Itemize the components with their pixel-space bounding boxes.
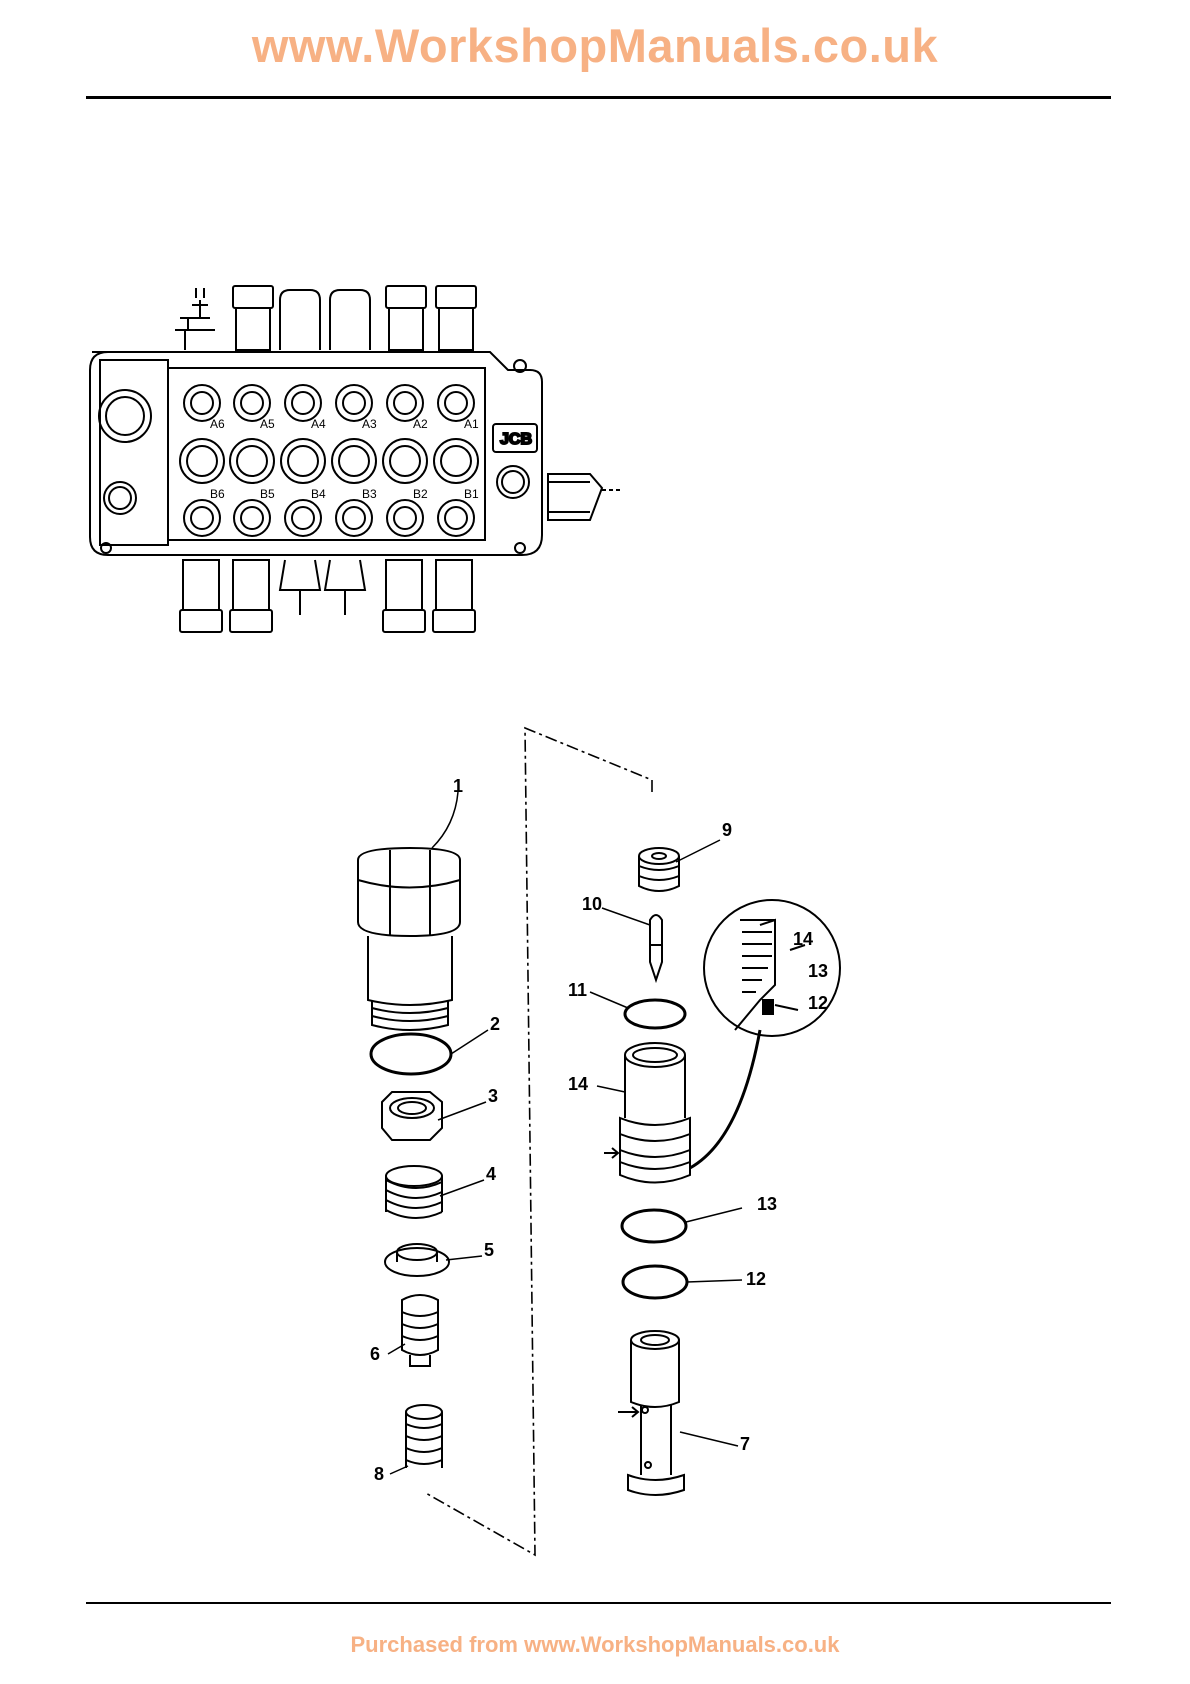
part-number-label: 13 [808,961,828,981]
leader-lines [388,792,742,1474]
port-circles [180,385,478,536]
port-label: B2 [413,487,428,501]
port-hole [292,392,314,414]
port-hole [237,446,267,476]
port-hole [394,392,416,414]
port-hole [191,507,213,529]
part-7-body [618,1331,684,1495]
port-hole [234,500,270,536]
port-hole [445,507,467,529]
bottom-spool-caps [180,560,475,632]
port-hole [438,385,474,421]
part-number-label: 1 [453,776,463,796]
port-label: B1 [464,487,479,501]
port-hole [445,392,467,414]
port-label: B3 [362,487,377,501]
part-5-seat [385,1244,449,1276]
port-label: A3 [362,417,377,431]
port-hole [184,500,220,536]
part-13-ring [622,1210,686,1242]
part-number-label: 12 [808,993,828,1013]
jcb-brand-label: JCB [500,431,532,448]
port-hole [241,392,263,414]
port-hole [343,392,365,414]
port-hole [390,446,420,476]
port-hole [336,500,372,536]
purchase-footer: Purchased from www.WorkshopManuals.co.uk [0,1632,1190,1658]
port-hole [285,500,321,536]
port-label: A5 [260,417,275,431]
footer-divider [86,1602,1111,1604]
port-hole [394,507,416,529]
part-number-label: 7 [740,1434,750,1454]
port-hole [241,507,263,529]
part-11-ring [625,1000,685,1028]
part-12-ring [623,1266,687,1298]
part-14-sleeve [604,1030,760,1183]
part-number-label: 9 [722,820,732,840]
port-hole [187,446,217,476]
port-label: A1 [464,417,479,431]
top-spool-caps [175,286,476,350]
port-hole [288,446,318,476]
part-6-poppet [402,1295,438,1366]
port-label: B5 [260,487,275,501]
port-hole [343,507,365,529]
part-3-locknut [382,1092,442,1140]
port-label: B6 [210,487,225,501]
part-number-label: 11 [568,980,587,1000]
port-hole [387,385,423,421]
port-hole [292,507,314,529]
port-hole [234,385,270,421]
part-4-spring [386,1166,442,1218]
part-number-label: 4 [486,1164,496,1184]
port-hole [438,500,474,536]
port-label: A2 [413,417,428,431]
part-number-label: 8 [374,1464,384,1484]
part-9-nut [639,848,679,891]
part-number-label: 10 [582,894,602,914]
part-number-label: 14 [793,929,813,949]
part-10-pin [650,915,662,980]
port-hole [339,446,369,476]
part-number-label: 13 [757,1194,777,1214]
part-number-label: 3 [488,1086,498,1106]
part-number-label: 5 [484,1240,494,1260]
assembly-centerline [424,728,652,1555]
part-1-cap [358,848,460,1030]
port-label: A6 [210,417,225,431]
part-number-label: 2 [490,1014,500,1034]
port-label: A4 [311,417,326,431]
port-hole [184,385,220,421]
part-number-label: 12 [746,1269,766,1289]
port-label: B4 [311,487,326,501]
port-hole [285,385,321,421]
port-hole [441,446,471,476]
port-hole [336,385,372,421]
port-hole [387,500,423,536]
part-number-label: 14 [568,1074,588,1094]
part-number-label: 6 [370,1344,380,1364]
part-8-spring [406,1405,442,1468]
part-2-oring [371,1034,451,1074]
port-hole [191,392,213,414]
